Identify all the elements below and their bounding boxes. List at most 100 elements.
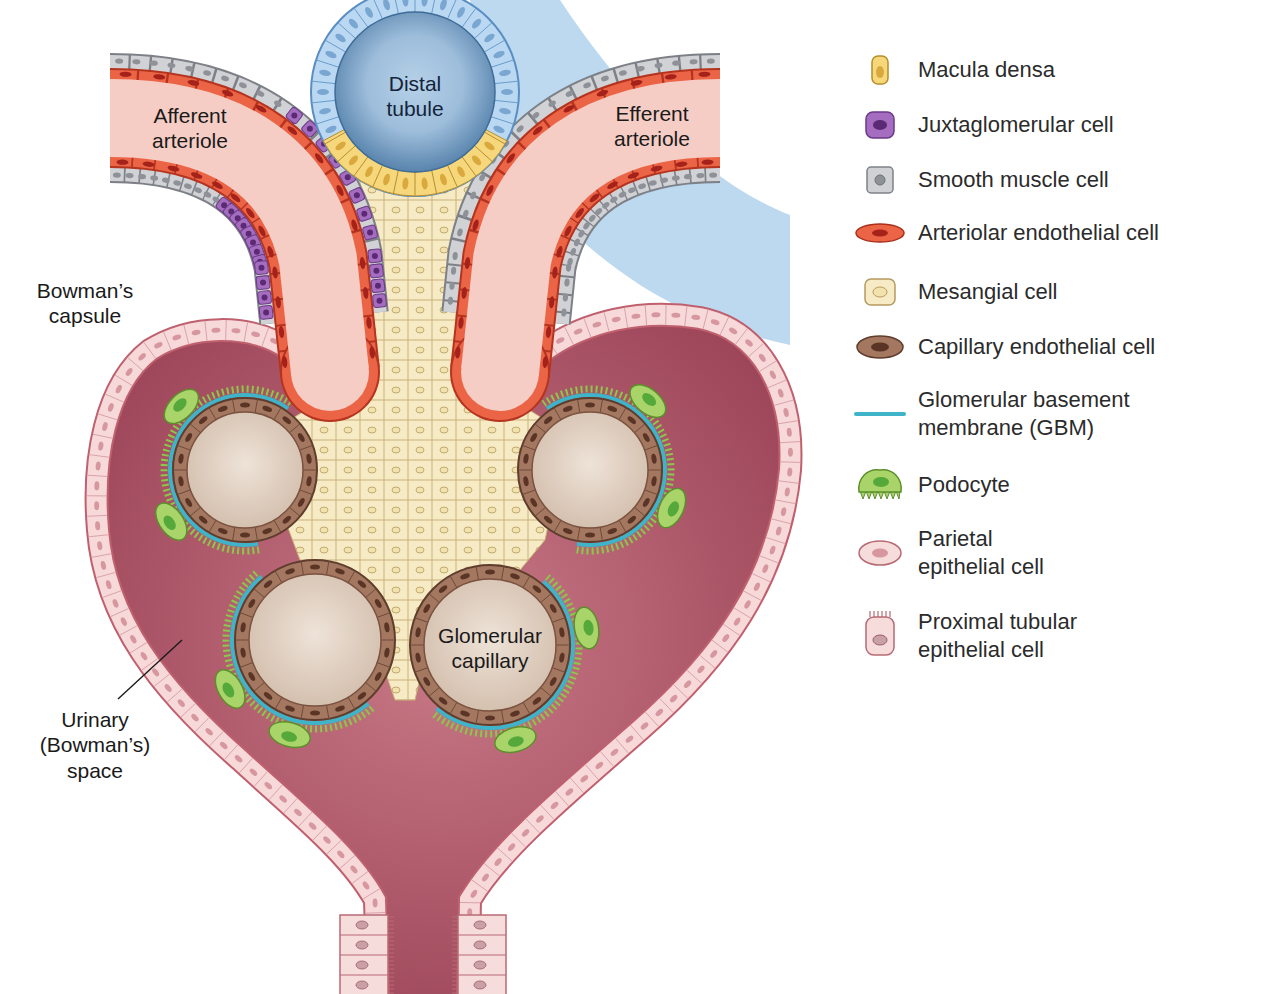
brush-border (452, 965, 458, 966)
endothelial-nucleus (531, 125, 544, 137)
parietal-nucleus (234, 754, 244, 764)
endothelial-nucleus (562, 104, 575, 114)
endothelial-nucleus (664, 74, 677, 81)
tubule-cell-border (495, 100, 519, 103)
parietal-nucleus (744, 338, 754, 348)
tubule-nucleus (470, 154, 482, 167)
podocyte-nucleus (507, 735, 525, 749)
parietal-cell-border (780, 442, 800, 443)
node-text: Efferent arteriole (590, 101, 714, 151)
tubule-cell-border (393, 0, 398, 14)
smooth-muscle-nucleus (469, 191, 477, 200)
parietal-nucleus (691, 314, 701, 320)
legend-text: Arteriolar endothelial cell (918, 219, 1218, 247)
arteriole-endothelium (500, 118, 720, 372)
smooth-muscle-icon (867, 167, 893, 193)
gbm-icon (856, 412, 904, 416)
endothelial-cell-border (429, 687, 440, 696)
tubule-cell-border (491, 117, 514, 124)
juxtaglomerular-nucleus (258, 265, 264, 271)
parietal-cell-border (734, 608, 751, 618)
tubule-nucleus (421, 177, 428, 190)
parietal-cell-border (760, 556, 779, 563)
parietal-nucleus (94, 501, 99, 510)
endothelial-cell-border (554, 408, 561, 420)
parietal-nucleus (278, 794, 288, 804)
distal-tubule-cells (312, 0, 519, 196)
endothelial-nucleus (626, 415, 637, 425)
capillary-lumen (187, 412, 303, 528)
parietal-cell-border (712, 640, 728, 652)
legend-text: Capillary endothelial cell (918, 333, 1218, 361)
brush-border (452, 989, 458, 990)
parietal-nucleus (761, 564, 769, 574)
parietal-cell-border (98, 414, 117, 420)
endothelial-cell-border (476, 710, 478, 724)
juxtaglomerular-cell (254, 261, 268, 275)
parietal-cell-border (225, 320, 227, 340)
parietal-nucleus (758, 353, 767, 363)
parietal-cell-border (772, 519, 791, 524)
endothelial-nucleus (245, 207, 257, 220)
endothelial-nucleus (211, 180, 224, 190)
parietal-nucleus (231, 328, 240, 334)
endothelial-nucleus (284, 705, 295, 713)
endothelial-nucleus (286, 125, 299, 137)
parietal-nucleus (94, 481, 99, 490)
tubule-nucleus (319, 107, 332, 115)
parietal-nucleus (95, 521, 101, 530)
parietal-cell-border (120, 626, 138, 636)
brush-border (452, 973, 458, 974)
parietal-cell-border (604, 312, 609, 331)
arteriole-label-box: Afferent arteriole (128, 103, 252, 153)
smooth-muscle-nucleus (671, 175, 680, 181)
smooth-muscle-nucleus (456, 228, 463, 237)
parietal-nucleus (550, 800, 560, 810)
parietal-cell-border (471, 880, 487, 892)
endothelial-cell-border (634, 507, 645, 516)
smooth-muscle-nucleus (627, 186, 636, 194)
podocyte-nucleus (220, 681, 237, 700)
distal-tubule-lumen (335, 12, 495, 172)
smooth-muscle-nucleus (452, 252, 458, 260)
capillary-endothelium (235, 560, 395, 720)
endothelial-cell-border (301, 561, 303, 575)
juxtaglomerular-nucleus (260, 280, 266, 286)
endothelial-nucleus (240, 647, 247, 658)
endothelial-cell-border (235, 640, 249, 641)
smooth-muscle-nucleus (601, 201, 611, 210)
smooth-muscle-nucleus (609, 195, 619, 204)
juxtaglomerular-cell (362, 224, 378, 240)
endothelial-cell-border (326, 705, 328, 719)
endothelial-nucleus (563, 225, 573, 238)
parietal-cell-border (352, 871, 368, 883)
arteriole-lumen (500, 118, 720, 372)
proximal-nucleus (474, 981, 486, 989)
podocyte-nucleus (640, 391, 659, 409)
parietal-nucleus (372, 898, 377, 907)
endothelial-nucleus (464, 257, 470, 269)
endothelial-nucleus (415, 652, 422, 663)
endothelial-nucleus (650, 165, 663, 173)
parietal-nucleus (507, 842, 517, 852)
endothelial-cell-border (348, 697, 355, 709)
tubule-cell-border (491, 60, 514, 67)
parietal-nucleus (721, 633, 730, 643)
brush-border (452, 981, 458, 982)
parietal-nucleus (786, 427, 792, 436)
mesangial-icon (873, 287, 887, 297)
endothelial-nucleus (187, 79, 200, 87)
tubule-cell-border (316, 117, 339, 124)
endothelial-cell-border (173, 470, 187, 471)
endothelial-nucleus (374, 671, 383, 682)
endothelial-cell-border (518, 470, 532, 471)
brush-border (388, 925, 394, 926)
endothelial-nucleus (485, 184, 495, 197)
juxtaglomerular-nucleus (262, 294, 268, 300)
smooth-muscle-nucleus (173, 179, 182, 186)
endothelial-cell-border (552, 618, 565, 623)
proximal-cell-border (458, 975, 506, 976)
proximal-nucleus (474, 941, 486, 949)
parietal-cell-border (703, 310, 708, 329)
parietal-cell-border (779, 481, 799, 484)
